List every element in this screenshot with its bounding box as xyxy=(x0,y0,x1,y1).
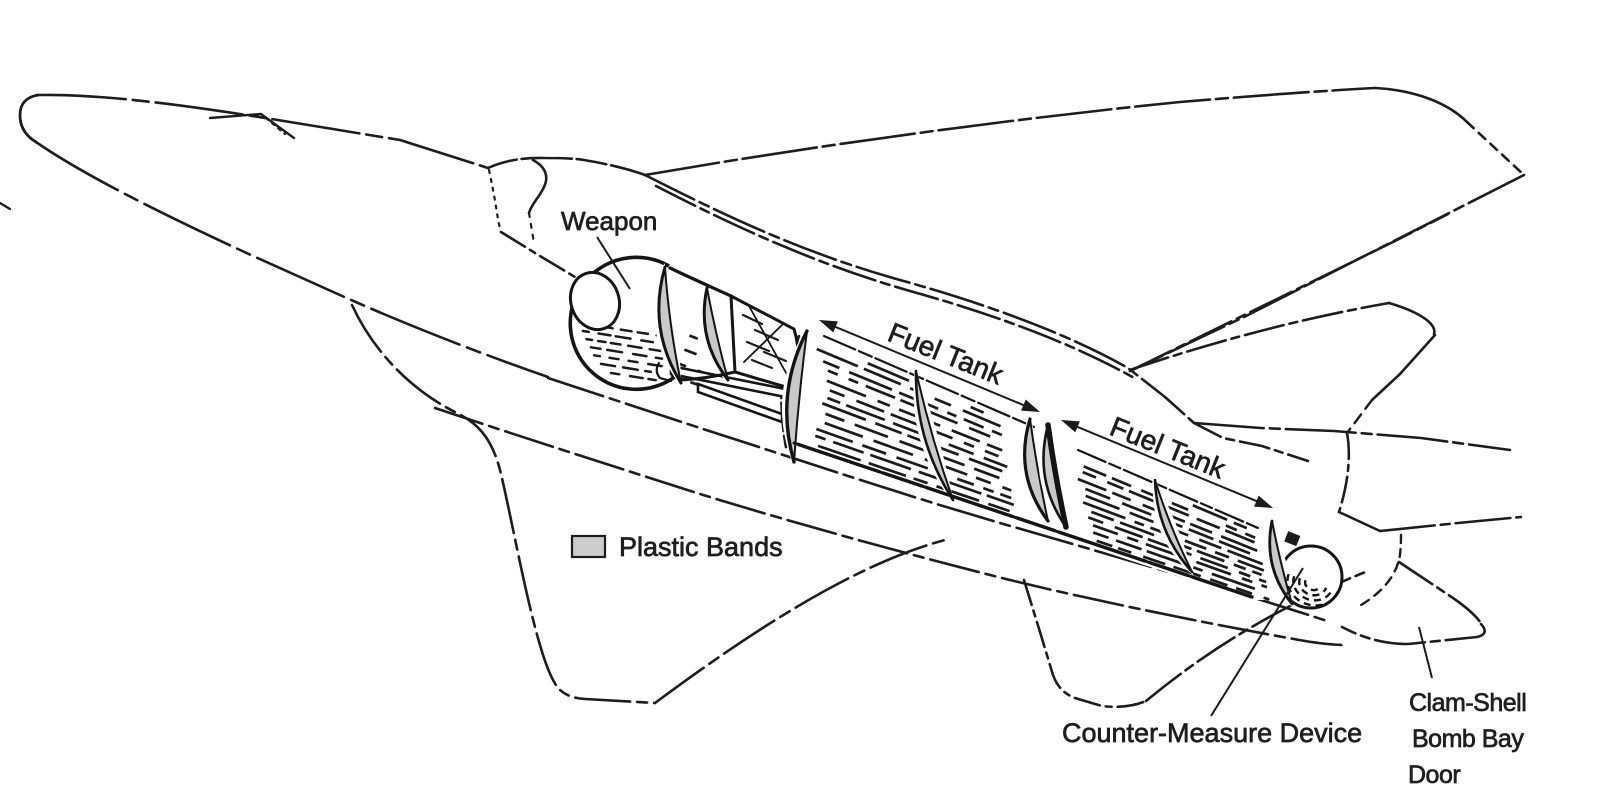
svg-text:Weapon: Weapon xyxy=(561,206,657,236)
svg-text:Clam-Shell: Clam-Shell xyxy=(1409,689,1526,717)
svg-text:Counter-Measure Device: Counter-Measure Device xyxy=(1062,718,1362,748)
svg-text:Plastic Bands: Plastic Bands xyxy=(619,532,783,562)
svg-text:Bomb Bay: Bomb Bay xyxy=(1412,725,1524,753)
svg-text:Door: Door xyxy=(1408,761,1460,789)
